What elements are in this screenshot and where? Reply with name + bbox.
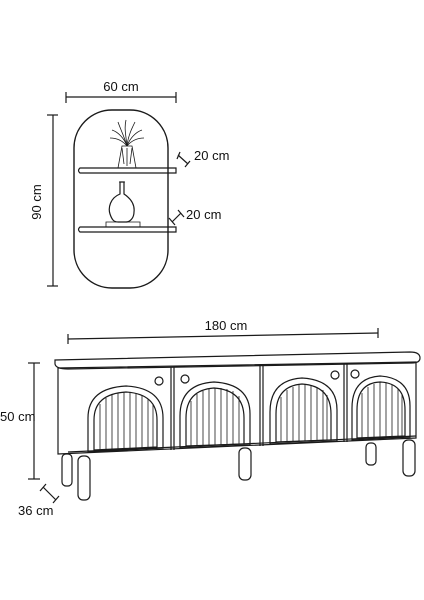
arch-panel-2 — [179, 381, 251, 449]
door-knob-4 — [350, 369, 360, 379]
shelf-back-panel — [73, 109, 169, 289]
cabinet-body — [57, 361, 417, 455]
cabinet-depth-dimension: 36 cm — [18, 483, 60, 518]
arch-panel-1 — [87, 385, 164, 453]
cabinet-depth-label: 36 cm — [18, 503, 53, 518]
door-knob-2 — [180, 374, 190, 384]
lower-shelf-depth-label: 20 cm — [186, 207, 221, 222]
arch-panel-4 — [351, 375, 411, 441]
cabinet-height-label: 50 cm — [0, 409, 35, 424]
upper-shelf-board — [77, 167, 177, 174]
lower-shelf-board — [77, 226, 177, 233]
lower-shelf-depth-dimension: 20 cm — [168, 207, 221, 226]
wall-shelf: 60 cm 90 cm — [29, 79, 229, 289]
door-knob-1 — [154, 376, 164, 386]
tv-cabinet: 180 cm 50 cm 36 cm — [0, 318, 421, 518]
upper-shelf-depth-dimension: 20 cm — [176, 148, 229, 168]
cabinet-top — [54, 351, 421, 370]
shelf-height-dimension: 90 cm — [29, 114, 58, 287]
shelf-height-label: 90 cm — [29, 184, 44, 219]
door-knob-3 — [330, 370, 340, 380]
plant-vase-icon — [109, 119, 145, 169]
shelf-width-label: 60 cm — [103, 79, 138, 94]
upper-shelf-depth-label: 20 cm — [194, 148, 229, 163]
cabinet-height-dimension: 50 cm — [0, 362, 40, 480]
cabinet-width-label: 180 cm — [205, 318, 248, 333]
cabinet-legs — [61, 439, 416, 501]
cabinet-width-dimension: 180 cm — [67, 318, 379, 344]
shelf-width-dimension: 60 cm — [65, 79, 177, 103]
arch-panel-3 — [269, 377, 338, 445]
